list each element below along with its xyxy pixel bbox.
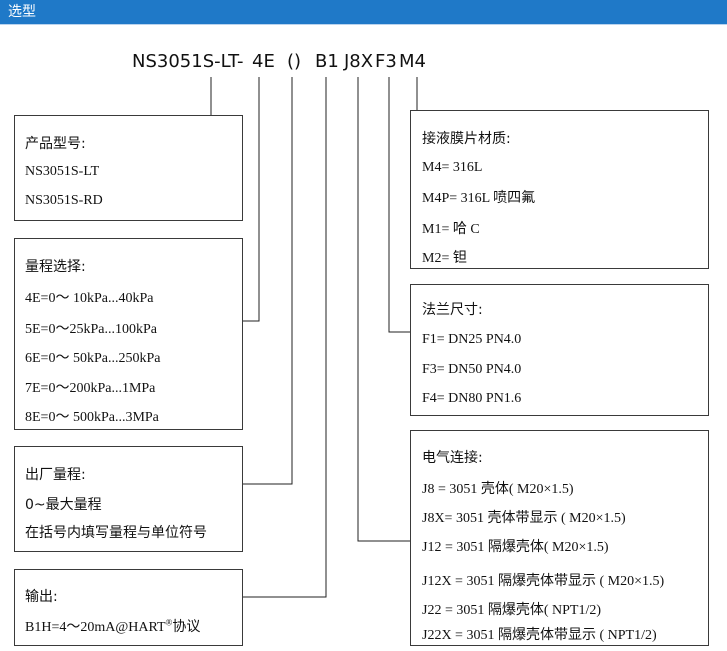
factory-title: 出厂量程: [25, 467, 86, 483]
diaphragm-material-box: 接液膜片材质: M4= 316L M4P= 316L 喷四氟 M1= 哈 C M… [410, 110, 709, 269]
code-range: 4E [252, 51, 275, 72]
material-item-1: M4= 316L [422, 160, 483, 175]
product-item-2: NS3051S-RD [25, 193, 103, 208]
registered-mark: ® [165, 617, 173, 628]
electrical-connection-box: 电气连接: J8 = 3051 壳体( M20×1.5) J8X= 3051 壳… [410, 430, 709, 646]
line-flange [388, 77, 410, 333]
output-text: B1H=4～20mA@HART [25, 620, 166, 635]
electrical-title: 电气连接: [422, 450, 483, 466]
range-item-4: 7E=0～200kPa...1MPa [25, 381, 156, 396]
line-output [242, 77, 327, 598]
flange-title: 法兰尺寸: [422, 302, 483, 318]
section-header: 选型 [0, 0, 727, 24]
product-model-box: 产品型号: NS3051S-LT NS3051S-RD [14, 115, 243, 221]
output-title: 输出: [25, 589, 58, 605]
code-material: M4 [399, 51, 426, 72]
line-factory [242, 77, 293, 485]
electrical-item-3: J12 = 3051 隔爆壳体( M20×1.5) [422, 540, 609, 555]
header-divider [0, 24, 727, 25]
flange-size-box: 法兰尺寸: F1= DN25 PN4.0 F3= DN50 PN4.0 F4= … [410, 284, 709, 416]
material-item-2: M4P= 316L 喷四氟 [422, 191, 536, 206]
range-item-5: 8E=0～ 500kPa...3MPa [25, 410, 159, 425]
product-title: 产品型号: [25, 136, 86, 152]
code-flange: F3 [375, 51, 397, 72]
flange-item-3: F4= DN80 PN1.6 [422, 391, 522, 406]
material-item-3: M1= 哈 C [422, 222, 480, 237]
product-item-1: NS3051S-LT [25, 164, 100, 179]
electrical-item-6: J22X = 3051 隔爆壳体带显示 ( NPT1/2) [422, 628, 657, 643]
flange-item-1: F1= DN25 PN4.0 [422, 332, 522, 347]
code-electrical: J8X [344, 51, 374, 72]
factory-item-2: 在括号内填写量程与单位符号 [25, 525, 207, 541]
range-item-3: 6E=0～ 50kPa...250kPa [25, 351, 161, 366]
output-item: B1H=4～20mA@HART®协议 [25, 616, 200, 636]
code-base: NS3051S-LT [132, 51, 240, 72]
range-title: 量程选择: [25, 259, 86, 275]
electrical-item-4: J12X = 3051 隔爆壳体带显示 ( M20×1.5) [422, 574, 665, 589]
electrical-item-5: J22 = 3051 隔爆壳体( NPT1/2) [422, 603, 602, 618]
electrical-item-1: J8 = 3051 壳体( M20×1.5) [422, 482, 574, 497]
line-range [237, 77, 260, 322]
material-item-4: M2= 钽 [422, 251, 467, 266]
range-item-1: 4E=0～ 10kPa...40kPa [25, 291, 154, 306]
electrical-item-2: J8X= 3051 壳体带显示 ( M20×1.5) [422, 511, 626, 526]
flange-item-2: F3= DN50 PN4.0 [422, 362, 522, 377]
range-item-2: 5E=0～25kPa...100kPa [25, 322, 157, 337]
section-title: 选型 [8, 4, 36, 20]
range-selection-box: 量程选择: 4E=0～ 10kPa...40kPa 5E=0～25kPa...1… [14, 238, 243, 430]
code-dash: - [237, 51, 244, 72]
output-box: 输出: B1H=4～20mA@HART®协议 [14, 569, 243, 646]
material-title: 接液膜片材质: [422, 131, 511, 147]
code-output: B1 [315, 51, 339, 72]
factory-range-box: 出厂量程: 0~最大量程 在括号内填写量程与单位符号 [14, 446, 243, 552]
factory-item-1: 0~最大量程 [25, 497, 102, 513]
line-electrical [357, 77, 410, 542]
output-suffix: 协议 [172, 619, 201, 635]
code-paren: () [287, 51, 302, 72]
